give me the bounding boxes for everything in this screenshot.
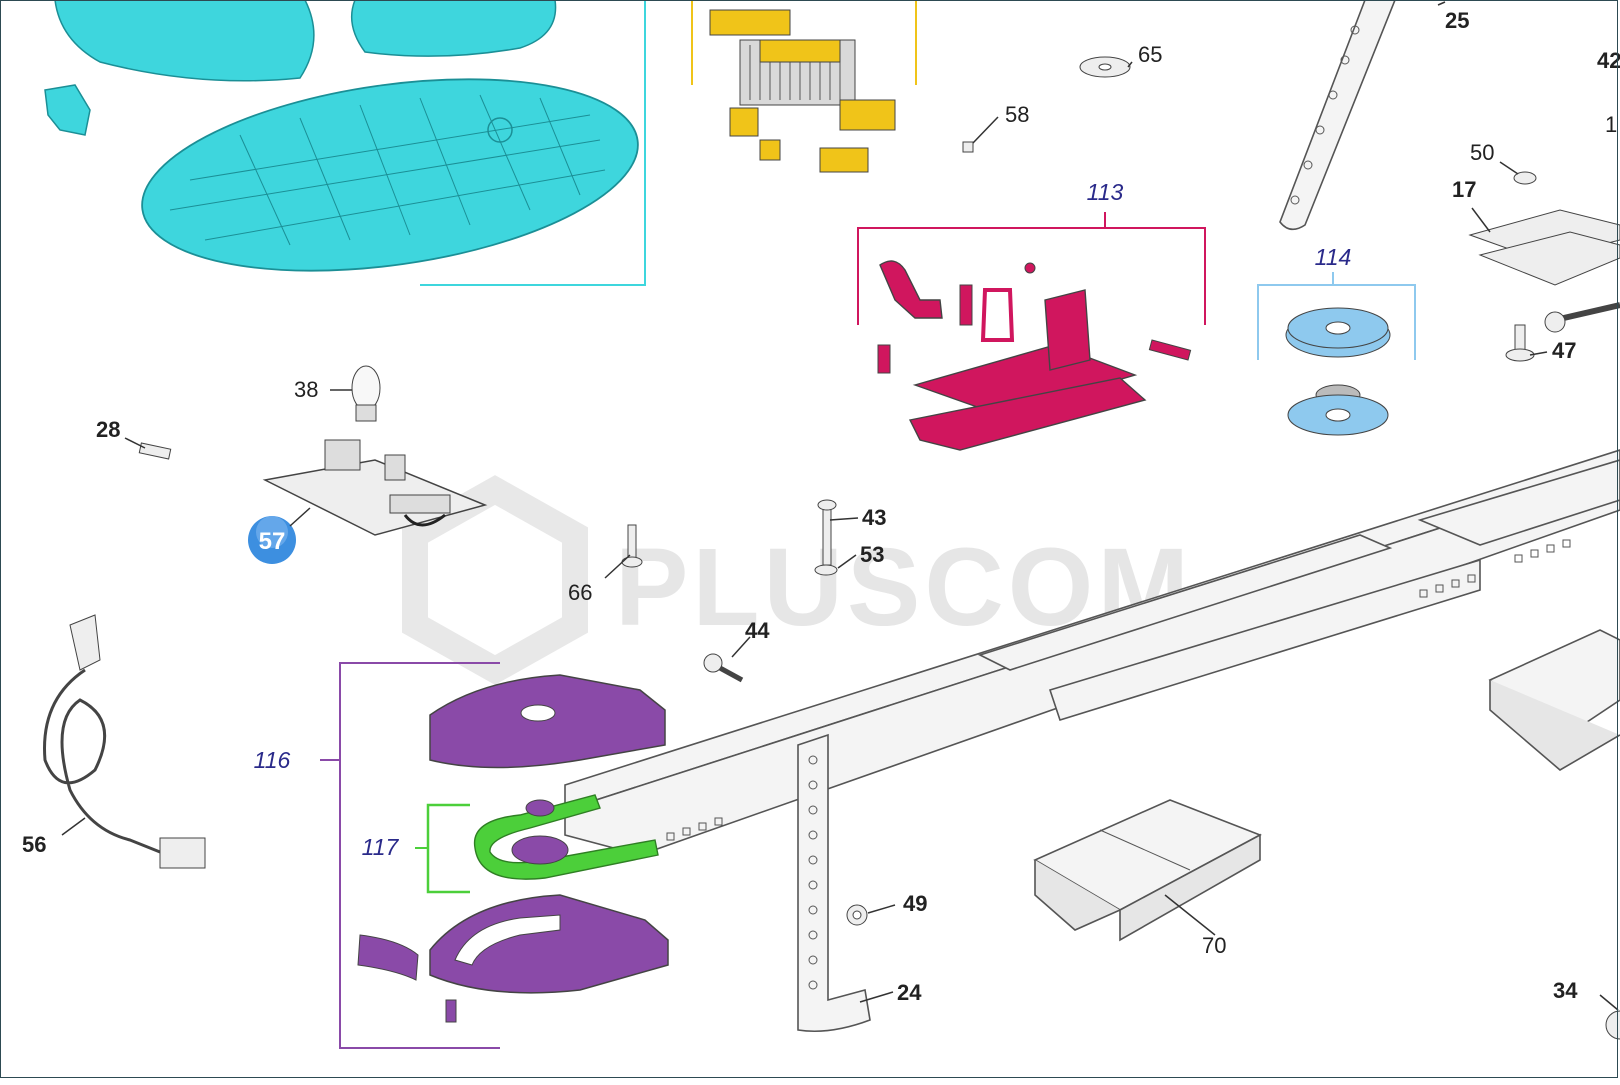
part-label-24: 24 [897,980,922,1005]
fuse-28 [138,442,172,460]
group-label-117: 117 [362,834,400,860]
part-34 [1605,1010,1620,1040]
nut-49 [846,904,868,926]
bracket-right [1488,629,1620,771]
drive-housing-assembly [320,662,669,1049]
bracket-24 [797,733,871,1033]
washer-65 [1079,56,1131,78]
part-label-65: 65 [1138,42,1162,67]
group-label-113: 113 [1087,179,1124,205]
part-label-53: 53 [860,542,884,567]
part-label-47: 47 [1552,338,1576,363]
group-labels: 113 114 116 117 [254,179,1352,860]
part-label-25: 25 [1445,8,1469,33]
bolt-47 [1505,302,1620,362]
nut-58 [962,141,974,153]
part-label-50: 50 [1470,140,1494,165]
bracket-70 [1033,799,1262,942]
bolt-43 [817,499,837,566]
highlight-badge: 57 [248,516,296,564]
part-label-1x: 1 [1605,112,1617,137]
part-labels: 25 42 1 65 58 50 17 47 38 28 43 53 66 44… [22,8,1620,1005]
cover-assembly [44,0,646,286]
washer-50 [1513,171,1537,185]
part-label-44: 44 [745,618,770,643]
part-label-38: 38 [294,377,318,402]
carriage-assembly [857,212,1206,451]
plate-17 [1468,209,1620,286]
bulb-38 [351,365,381,422]
rail-assembly [564,449,1620,856]
part-label-56: 56 [22,832,46,857]
washer-53 [814,564,838,576]
part-label-28: 28 [96,417,120,442]
transformer-assembly [691,0,917,173]
part-label-42: 42 [1597,48,1620,73]
part-label-66: 66 [568,580,592,605]
pulley-assembly [1257,272,1416,436]
part-label-49: 49 [903,891,927,916]
part-label-43: 43 [862,505,886,530]
leader-lines [61,1,1619,1011]
part-label-58: 58 [1005,102,1029,127]
power-cord-56 [43,614,206,869]
part-label-70: 70 [1202,933,1226,958]
bracket-25 [1279,0,1396,231]
group-label-114: 114 [1315,244,1352,270]
control-board-57 [262,439,488,536]
part-label-17: 17 [1452,177,1476,202]
part-label-34: 34 [1553,978,1578,1003]
badge-text: 57 [259,528,286,555]
screw-44 [703,653,744,683]
group-label-116: 116 [254,747,291,773]
